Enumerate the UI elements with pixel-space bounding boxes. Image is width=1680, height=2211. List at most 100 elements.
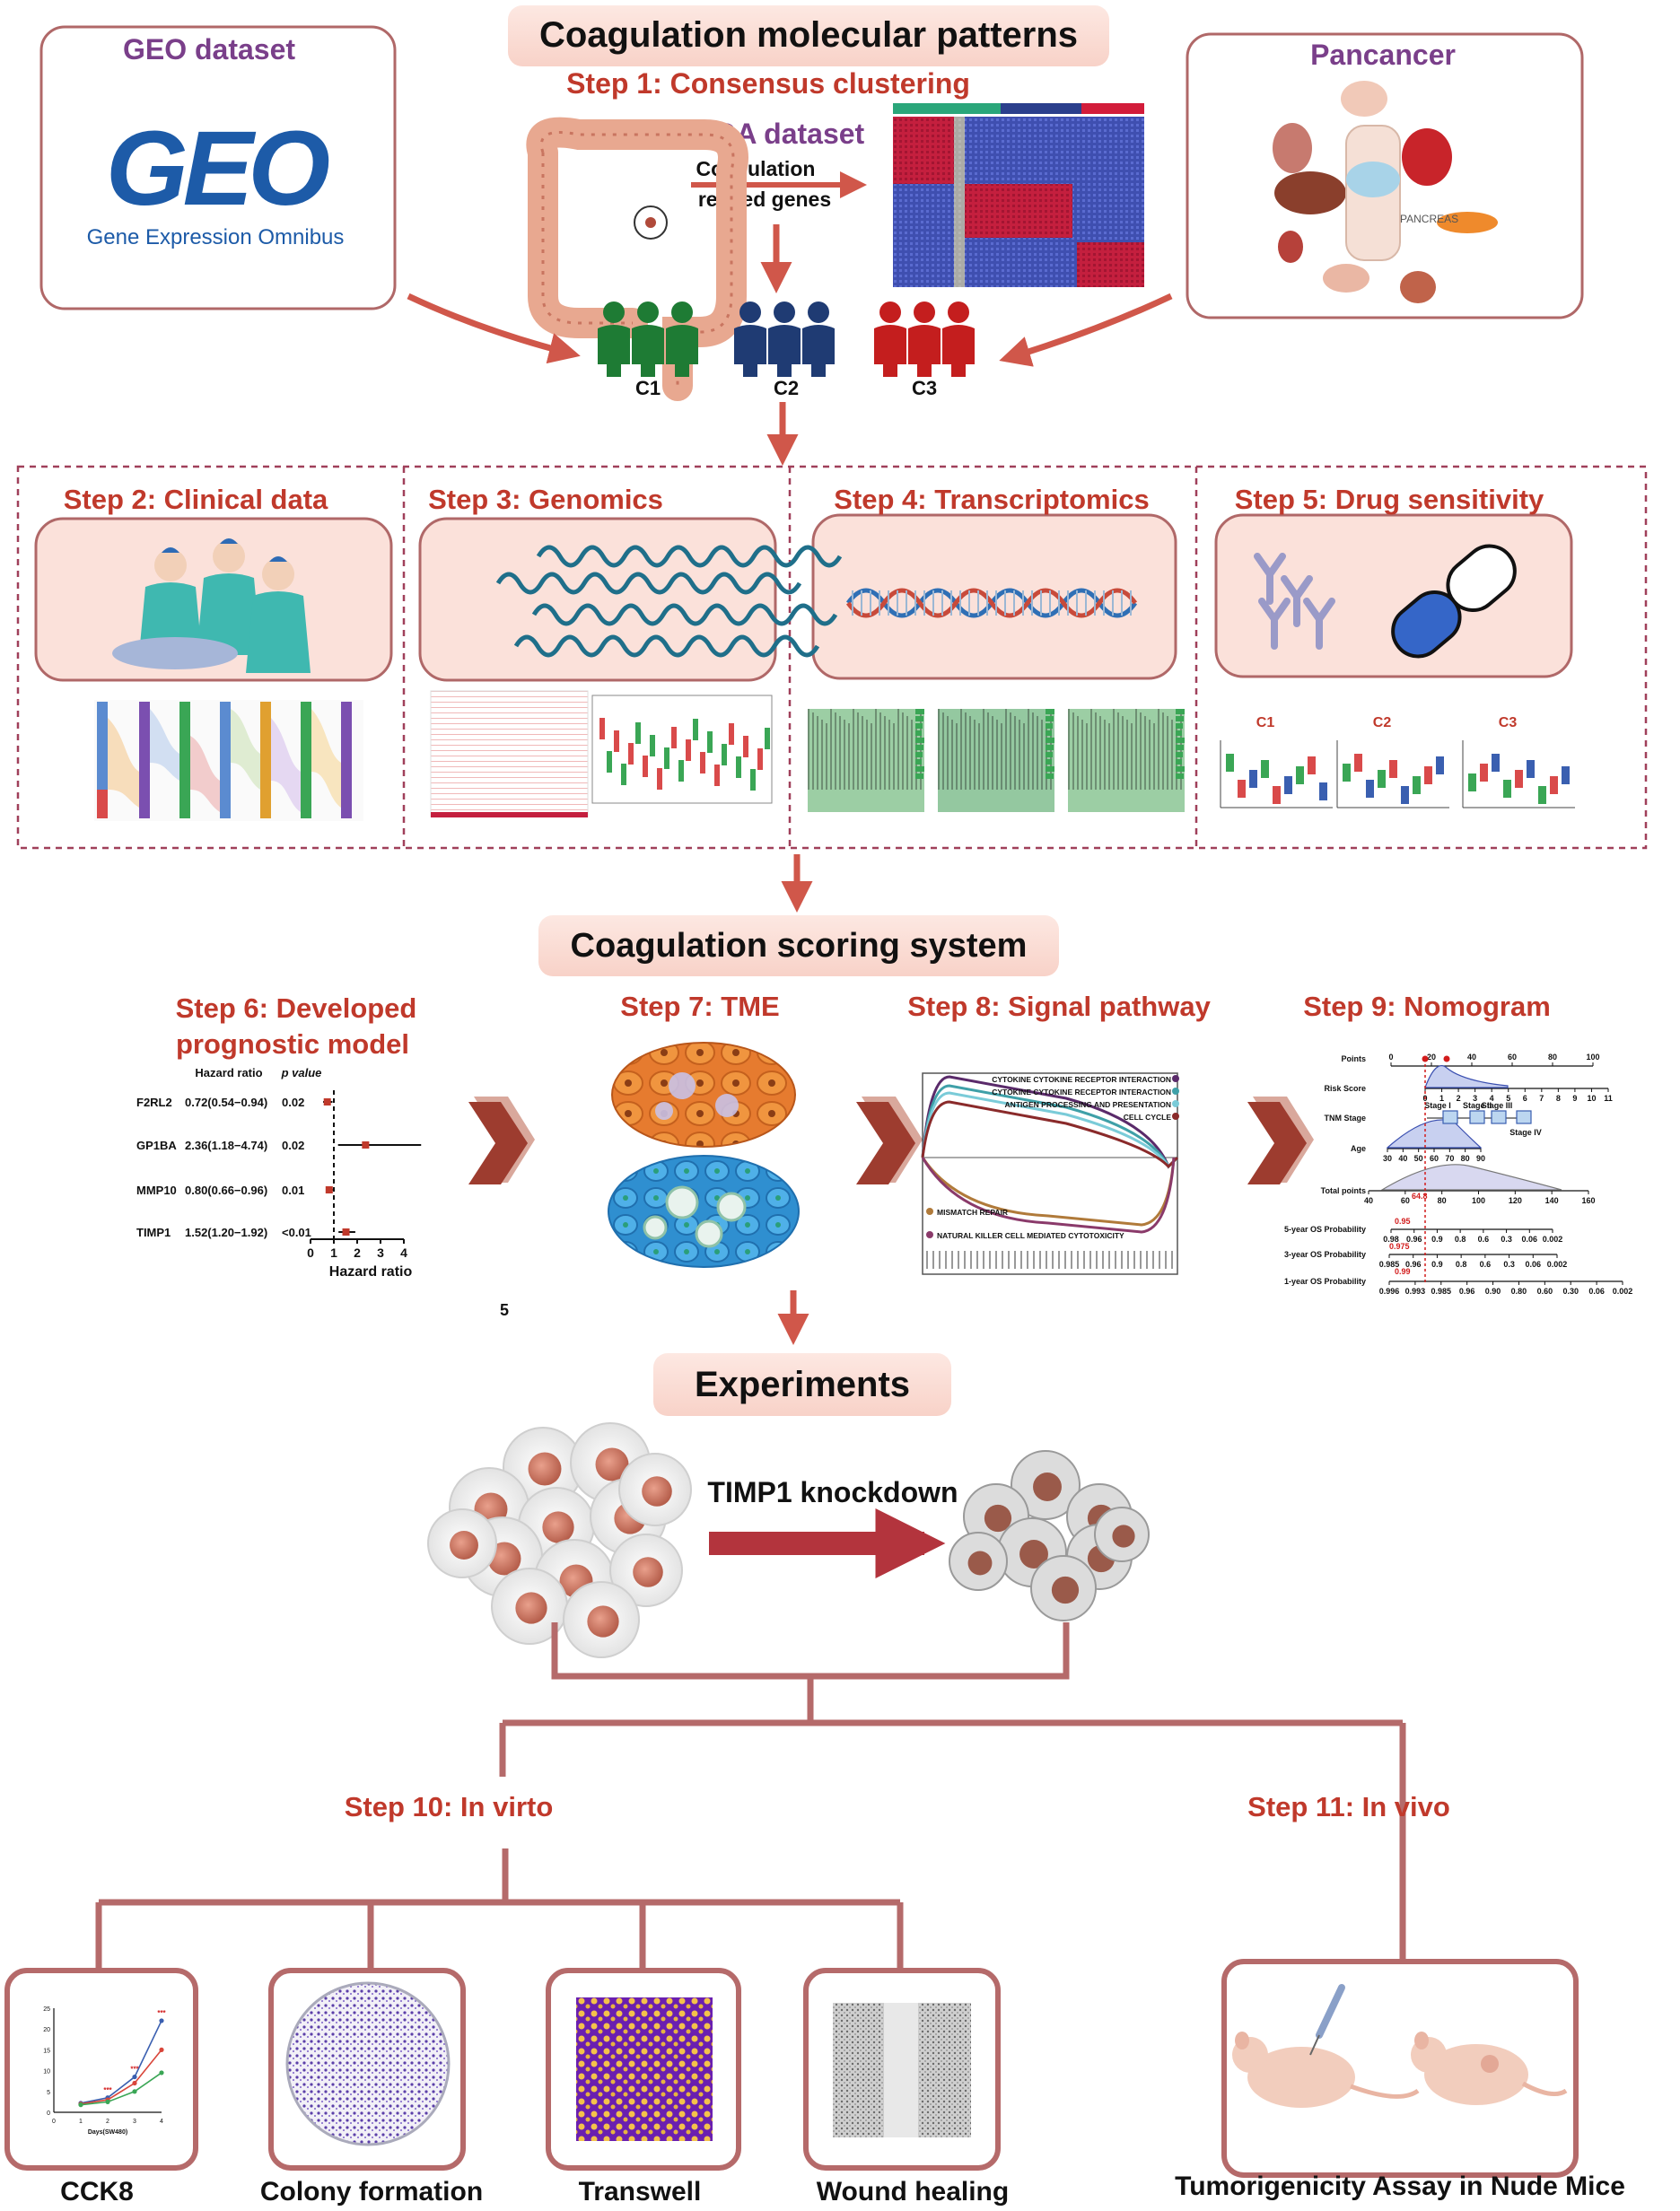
drug-box — [1515, 770, 1523, 788]
chevron-icon — [1247, 1097, 1314, 1184]
nomogram-row-label: Risk Score — [1324, 1084, 1366, 1093]
nomogram-density — [1379, 1164, 1562, 1191]
bar-mark — [1046, 730, 1052, 736]
heat-stripe — [938, 709, 940, 790]
os3-value: 0.975 — [1389, 1242, 1410, 1251]
heat-stripe — [1126, 720, 1128, 790]
heat-stripe — [817, 716, 818, 790]
capsule-icon — [1391, 544, 1517, 659]
nomogram-tick-label: 70 — [1445, 1154, 1454, 1163]
mini-box — [664, 747, 669, 769]
mini-box — [693, 719, 698, 740]
step-title: Step 3: Genomics — [428, 484, 663, 515]
stage-label: Stage III — [1482, 1101, 1513, 1110]
experiments-title-box — [653, 1353, 951, 1416]
mini-box — [643, 756, 648, 777]
drug-box — [1480, 764, 1488, 782]
heat-stripe — [812, 712, 814, 790]
cck8-stars: *** — [103, 2086, 112, 2094]
surgeons-icon — [112, 538, 311, 673]
heat-stripe — [853, 709, 854, 790]
heat-stripe — [1144, 716, 1146, 790]
wave-line — [495, 572, 802, 595]
cck8-xtick: 2 — [106, 2119, 109, 2125]
nomogram-tick-label: 6 — [1523, 1094, 1527, 1103]
cck8-xtick: 1 — [79, 2119, 83, 2125]
heat-stripe — [839, 716, 841, 790]
person-head-icon — [879, 302, 901, 323]
mini-box — [607, 751, 612, 773]
nomogram-tick-label: 30 — [1383, 1154, 1392, 1163]
stray-label: 5 — [500, 1301, 509, 1319]
mini-box — [678, 760, 684, 782]
mini-box — [657, 768, 662, 790]
mini-box — [729, 723, 734, 745]
forest-tick-label: 4 — [400, 1245, 407, 1260]
bar-mark — [1176, 773, 1184, 779]
heat-stripe — [1158, 709, 1159, 790]
person-body-icon — [942, 325, 975, 377]
heat-stripe — [1019, 720, 1020, 790]
sankey-chart — [94, 700, 363, 821]
nomogram-tick-label: 0.98 — [1383, 1235, 1399, 1244]
nomogram-tick-label: 0.9 — [1431, 1260, 1443, 1269]
forest-p: 0.02 — [282, 1139, 304, 1152]
heat-stripe — [992, 716, 993, 790]
consensus-heatmap — [893, 103, 1144, 287]
chevron-icon — [468, 1097, 535, 1184]
heat-stripe — [1072, 712, 1074, 790]
nomogram-row-label: TNM Stage — [1324, 1114, 1366, 1123]
stage-label: Stage II — [1463, 1101, 1492, 1110]
nomogram-tick-label: 0.985 — [1379, 1260, 1400, 1269]
assay-label: Wound healing — [817, 2177, 1009, 2207]
transcriptomics-plots — [808, 709, 1185, 812]
bar-mark — [1046, 752, 1053, 757]
gsea-plot: CYTOKINE CYTOKINE RECEPTOR INTERACTIONCY… — [921, 1072, 1179, 1275]
pancancer-arrow — [999, 293, 1173, 367]
heat-stripe — [830, 709, 832, 790]
nomogram-tick-label: 90 — [1476, 1154, 1485, 1163]
nomogram-tick-label: 80 — [1548, 1053, 1557, 1062]
antibody-shape — [1281, 575, 1313, 627]
heat-stripe — [1122, 716, 1124, 790]
heat-stripe — [947, 716, 949, 790]
step11-label: Step 11: In vivo — [1247, 1791, 1450, 1822]
heat-stripe — [866, 720, 868, 790]
cck8-ytick: 20 — [43, 2027, 50, 2033]
nomogram-tick-label: 0.985 — [1431, 1287, 1452, 1296]
bar-mark — [915, 773, 923, 779]
drug-box — [1436, 756, 1444, 774]
nomogram-tick-label: 5 — [1506, 1094, 1510, 1103]
heat-stripe — [1153, 723, 1155, 790]
nucleus-icon — [1051, 1576, 1080, 1604]
forest-hr: 0.72(0.54−0.94) — [185, 1096, 267, 1109]
gsea-legend-dot — [1172, 1100, 1179, 1107]
dna-strand — [845, 588, 1138, 618]
drug-box — [1319, 782, 1327, 800]
stage-label: Stage IV — [1509, 1128, 1542, 1137]
gsea-up-curve — [921, 1091, 1179, 1169]
heat-stripe — [1037, 716, 1038, 790]
step8-label: Step 8: Signal pathway — [907, 991, 1211, 1022]
nomogram-tick-label: 20 — [1427, 1053, 1436, 1062]
cck8-stars: *** — [130, 2066, 139, 2074]
cluster-label: C1 — [635, 377, 661, 399]
nomogram-tick-label: 10 — [1587, 1094, 1596, 1103]
forest-p: <0.01 — [282, 1226, 311, 1239]
heat-stripe — [1090, 709, 1092, 790]
bar-mark — [1176, 766, 1185, 772]
nomogram-row-label: 1-year OS Probability — [1284, 1277, 1366, 1286]
cck8-point — [159, 2018, 164, 2023]
heat-stripe — [1001, 723, 1002, 790]
nomogram-tick-label: 0.3 — [1501, 1235, 1512, 1244]
stage-box — [1442, 1110, 1458, 1124]
forest-point — [323, 1098, 331, 1106]
gsea-legend-dot — [926, 1208, 933, 1215]
forest-tick-label: 0 — [307, 1245, 314, 1260]
cck8-xtick: 4 — [160, 2119, 163, 2125]
cck8-series-line — [80, 2020, 162, 2104]
bar-mark — [915, 745, 923, 750]
mini-box — [650, 735, 655, 756]
